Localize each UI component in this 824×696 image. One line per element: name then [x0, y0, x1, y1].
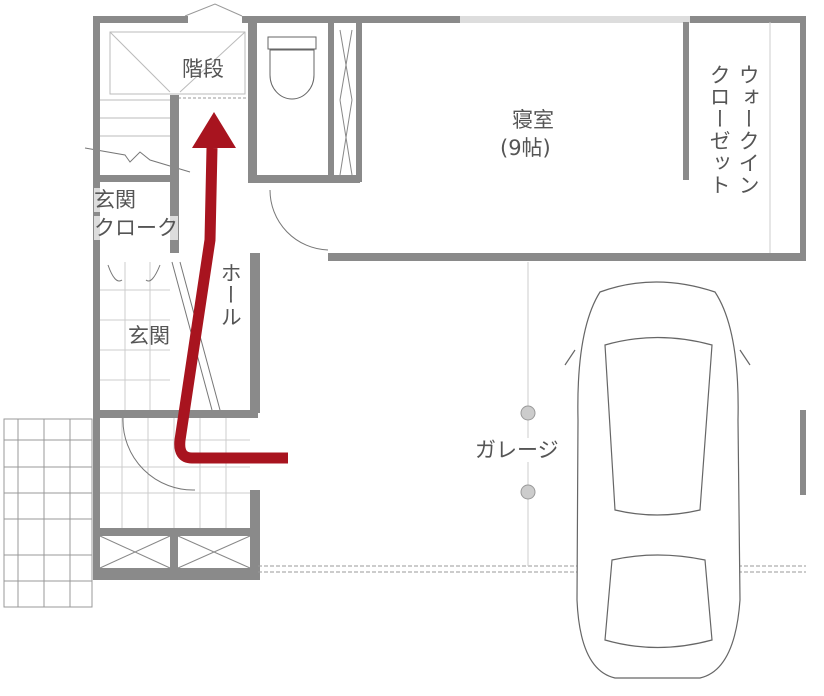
porch-tiles — [3, 418, 93, 608]
label-entrance-cloak-2: クローク — [94, 216, 178, 241]
route-arrow — [174, 112, 288, 464]
post-icon — [520, 484, 536, 500]
label-bedroom-size: (9帖) — [500, 136, 551, 160]
walls — [93, 16, 806, 580]
post-icon — [520, 405, 536, 421]
label-bedroom: 寝室 — [512, 108, 554, 132]
storage-boxes — [99, 29, 353, 569]
label-walkin-line1: ウォークイン — [736, 64, 761, 196]
label-stairs: 階段 — [182, 57, 224, 81]
stair-treads — [84, 3, 250, 173]
toilet-icon — [267, 36, 317, 100]
label-entrance-cloak-1: 玄関 — [94, 188, 136, 213]
label-hall: ホール — [218, 262, 243, 328]
label-garage: ガレージ — [475, 438, 559, 463]
car-icon — [564, 281, 751, 679]
entrance-tiles — [100, 262, 250, 530]
label-entrance: 玄関 — [128, 324, 170, 348]
label-walkin-line2: クローゼット — [707, 64, 732, 196]
